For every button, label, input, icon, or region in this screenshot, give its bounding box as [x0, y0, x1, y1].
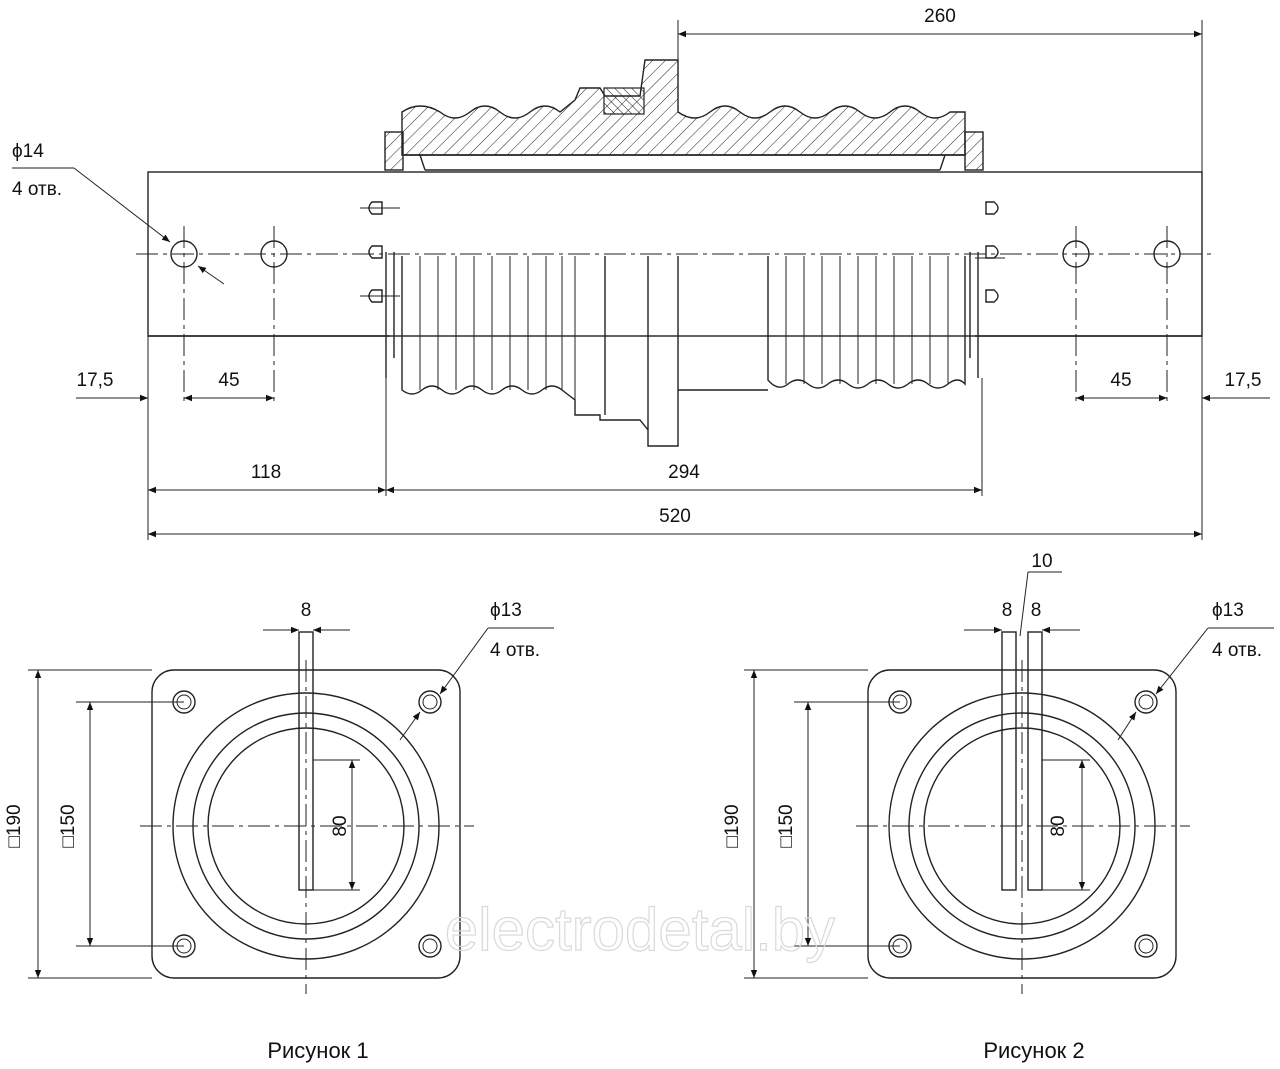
fig2-hole-dia: ϕ13 [1212, 600, 1244, 621]
fig2-terminal-bar-left [1001, 631, 1017, 891]
fig2-dim-8a: 8 [1002, 600, 1013, 621]
fig1-hole-count: 4 отв. [490, 640, 540, 661]
fig1-terminal-bar [298, 631, 314, 891]
fig2-dim-8b: 8 [1031, 600, 1042, 621]
dim-294: 294 [668, 462, 700, 483]
dim-260: 260 [924, 6, 956, 27]
insulator-body [385, 252, 979, 447]
watermark: electrodetal.by [445, 896, 835, 963]
cap-insert [603, 87, 645, 115]
fig1-dim-80: 80 [330, 815, 351, 836]
fig1-dim-150: □150 [58, 804, 79, 847]
fig1-caption: Рисунок 1 [267, 1038, 368, 1063]
dim-45-right: 45 [1110, 370, 1131, 391]
side-view: 260 ϕ14 4 отв. 17,5 45 45 17,5 118 294 5… [12, 6, 1270, 540]
fig2-dim-150: □150 [776, 804, 797, 847]
fig1-dim-190: □190 [4, 804, 25, 847]
fig2-hole-count: 4 отв. [1212, 640, 1262, 661]
dim-hole-dia-top: ϕ14 [12, 141, 44, 162]
dim-118: 118 [251, 462, 281, 483]
fig2-dim-190: □190 [722, 804, 743, 847]
fig2-terminal-bar-right [1027, 631, 1043, 891]
flange-right [964, 131, 984, 171]
figure-1: 80 8 ϕ13 4 отв. □190 □150 Рисунок 1 [4, 600, 554, 1063]
fig2-caption: Рисунок 2 [983, 1038, 1084, 1063]
dim-17-5-right: 17,5 [1225, 370, 1262, 391]
cap-section-hatched [401, 59, 966, 156]
fig1-dim-8: 8 [301, 600, 312, 621]
flange-left [384, 131, 404, 171]
fig2-dim-10: 10 [1031, 551, 1052, 572]
fig1-hole-dia: ϕ13 [490, 600, 522, 621]
dim-520: 520 [659, 506, 691, 527]
dim-hole-count-top: 4 отв. [12, 179, 62, 200]
fig2-dim-80: 80 [1048, 815, 1069, 836]
figure-2: 80 8 8 10 ϕ13 4 отв. □190 □150 Рисунок 2 [722, 551, 1274, 1063]
terminal-lugs-right [975, 201, 1005, 303]
dim-45-left: 45 [218, 370, 239, 391]
dim-17-5-left: 17,5 [77, 370, 114, 391]
